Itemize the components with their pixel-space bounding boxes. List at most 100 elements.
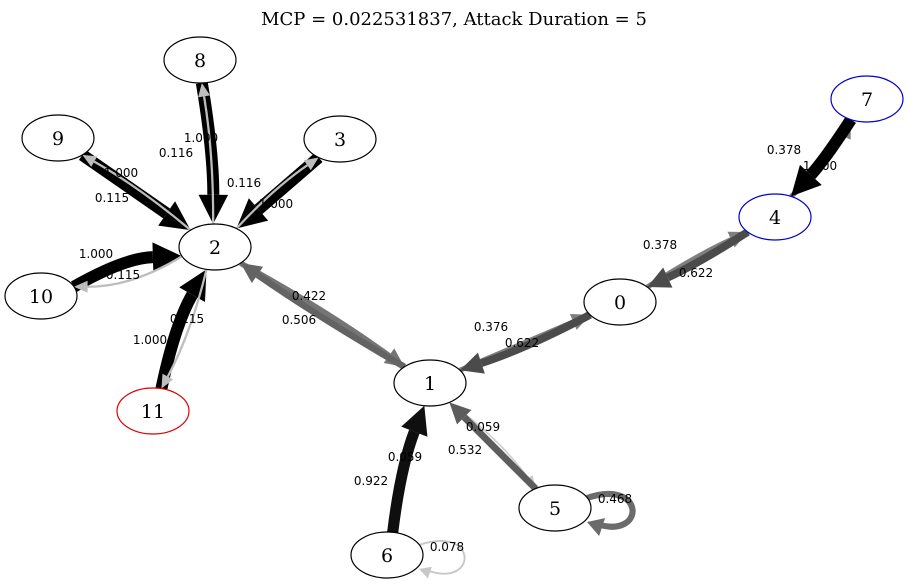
node-ellipse [830, 75, 904, 123]
node-5: 5 [518, 484, 592, 532]
node-1: 1 [393, 359, 467, 407]
edge-2-to-9 [82, 154, 192, 231]
edge-6-to-1 [387, 405, 428, 533]
edge-line [70, 251, 154, 292]
node-ellipse [583, 278, 657, 326]
node-ellipse [21, 114, 95, 162]
edge-label-3-to-2: 1.000 [259, 197, 293, 211]
node-2: 2 [178, 223, 252, 271]
edge-line [806, 116, 856, 179]
arrowhead [459, 352, 485, 374]
edge-4-to-0 [647, 228, 750, 288]
edge-label-2-to-8: 0.116 [159, 146, 193, 160]
edge-line [480, 311, 592, 367]
edge-label-10-to-2: 1.000 [79, 247, 113, 261]
node-4: 4 [738, 193, 812, 241]
node-label: 6 [381, 545, 393, 567]
node-label: 0 [614, 292, 626, 314]
node-label: 4 [769, 207, 781, 229]
node-label: 3 [334, 129, 346, 151]
edge-label-0-to-1: 0.622 [505, 336, 539, 350]
edge-label-1-to-0: 0.376 [474, 320, 508, 334]
graph-title: MCP = 0.022531837, Attack Duration = 5 [261, 9, 647, 30]
edge-line [93, 160, 192, 231]
edge-line [87, 255, 183, 288]
edge-label-7-to-4: 1.000 [803, 159, 837, 173]
arrowhead [401, 405, 428, 437]
node-3: 3 [303, 115, 377, 163]
edge-line [202, 96, 215, 225]
node-ellipse [178, 223, 252, 271]
edge-2-to-3 [235, 157, 319, 230]
node-label: 1 [424, 373, 436, 395]
edge-2-to-10 [73, 255, 183, 293]
edge-label-layer: 0.3780.6220.3781.0000.3760.6220.4220.506… [79, 131, 837, 554]
edge-label-8-to-2: 1.000 [184, 131, 218, 145]
node-10: 10 [4, 272, 78, 320]
node-7: 7 [830, 75, 904, 123]
node-label: 5 [549, 498, 561, 520]
edge-line [235, 164, 309, 230]
edge-7-to-4 [791, 116, 856, 197]
edge-line [666, 228, 750, 282]
node-11: 11 [116, 387, 190, 435]
edge-label-1-to-5: 0.059 [466, 420, 500, 434]
edge-label-1-to-2: 0.506 [282, 313, 316, 327]
edge-3-to-2 [236, 152, 323, 229]
edge-label-2-to-1: 0.422 [292, 289, 326, 303]
edge-label-9-to-2: 1.000 [104, 166, 138, 180]
node-label: 11 [141, 401, 165, 423]
edge-label-11-to-2: 1.000 [133, 333, 167, 347]
node-ellipse [350, 531, 424, 579]
arrowhead [449, 402, 472, 425]
arrowhead [152, 242, 183, 272]
node-label: 8 [194, 50, 206, 72]
node-9: 9 [21, 114, 95, 162]
arrowhead [73, 280, 88, 293]
arrowhead [647, 267, 673, 288]
arrowhead [198, 82, 211, 98]
node-ellipse [303, 115, 377, 163]
node-ellipse [116, 387, 190, 435]
edge-label-2-to-11: 0.115 [170, 312, 204, 326]
node-ellipse [738, 193, 812, 241]
arrowhead [82, 154, 98, 167]
node-label: 7 [861, 89, 873, 111]
edge-label-2-to-10: 0.115 [106, 268, 140, 282]
edge-11-to-2 [155, 269, 207, 390]
node-label: 9 [52, 128, 64, 150]
edge-line [461, 414, 539, 492]
edge-line [586, 490, 636, 530]
edge-label-5-to-1: 0.532 [448, 443, 482, 457]
node-0: 0 [583, 278, 657, 326]
edge-line [255, 272, 407, 370]
edge-5-to-5 [586, 490, 636, 536]
edge-line [418, 540, 466, 575]
edge-label-2-to-9: 0.115 [95, 191, 129, 205]
node-label: 10 [29, 286, 53, 308]
edge-2-to-8 [198, 82, 215, 225]
node-8: 8 [163, 36, 237, 84]
edge-label-6-to-1: 0.922 [354, 474, 388, 488]
edge-label-6-to-6: 0.078 [430, 540, 464, 554]
edge-line [387, 429, 420, 533]
edge-label-4-to-7: 0.378 [767, 143, 801, 157]
edge-layer [70, 81, 856, 579]
arrowhead [419, 566, 432, 579]
edge-1-to-2 [240, 263, 407, 370]
edge-label-2-to-3: 0.116 [227, 176, 261, 190]
edge-label-1-to-6: 0.059 [388, 450, 422, 464]
node-ellipse [393, 359, 467, 407]
edge-10-to-2 [70, 242, 183, 292]
edge-label-4-to-0: 0.622 [679, 266, 713, 280]
node-ellipse [4, 272, 78, 320]
node-label: 2 [209, 237, 221, 259]
node-layer: 0 1 2 3 4 5 6 7 8 9 10 11 [4, 36, 904, 579]
edge-5-to-1 [449, 402, 539, 492]
edge-2-to-11 [161, 269, 208, 389]
node-ellipse [518, 484, 592, 532]
arrowhead [587, 518, 606, 536]
edge-6-to-6 [418, 540, 466, 579]
arrowhead [791, 164, 822, 197]
